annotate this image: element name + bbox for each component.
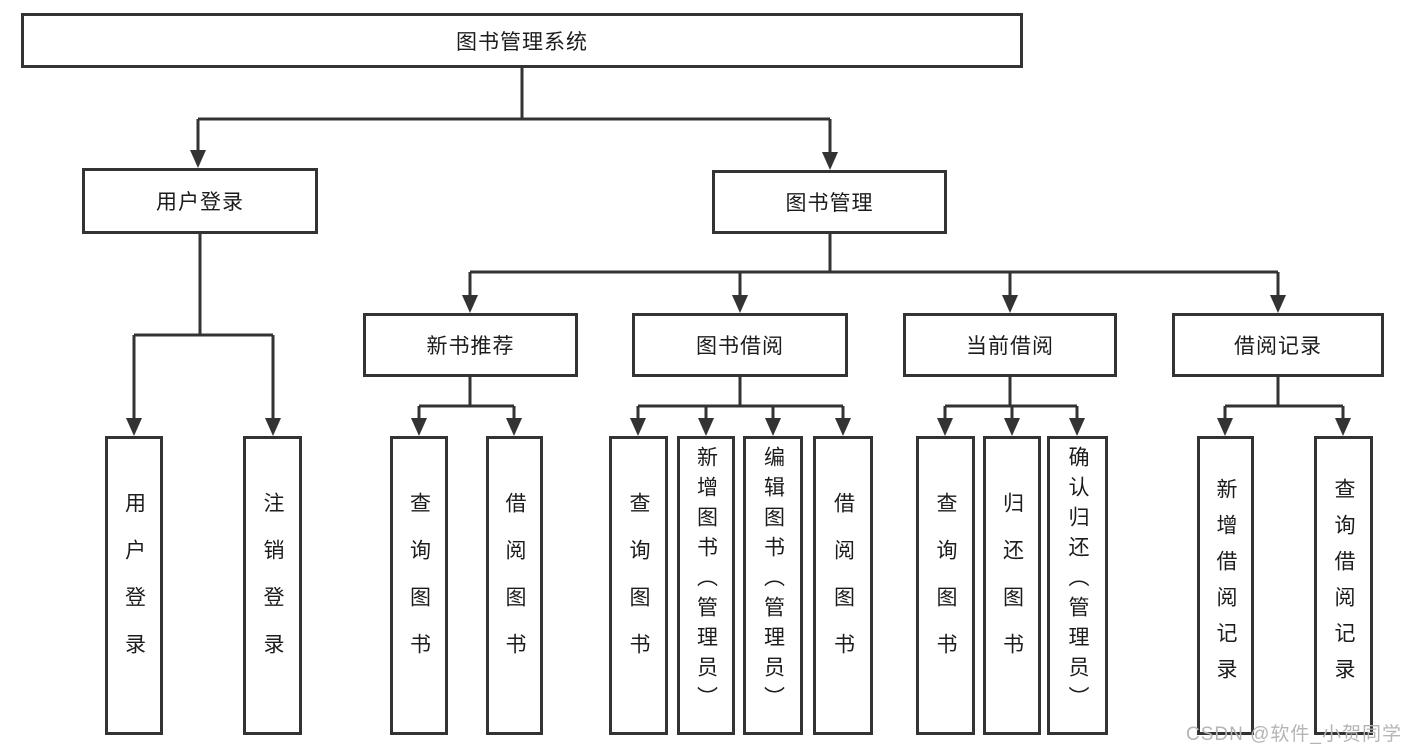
leaf-user-login: 用户登录 xyxy=(105,436,163,735)
leaf-label: 查询图书 xyxy=(407,491,431,680)
node-label: 新书推荐 xyxy=(426,335,515,358)
node-label: 图书借阅 xyxy=(696,335,784,358)
leaf-query-books-current: 查询图书 xyxy=(916,436,975,735)
leaf-edit-book-admin: 编辑图书（管理员） xyxy=(743,436,803,735)
leaf-label: 查询图书 xyxy=(627,491,650,680)
leaf-label: 借阅图书 xyxy=(503,491,526,680)
leaf-confirm-return-admin: 确认归还（管理员） xyxy=(1047,436,1108,735)
arrowhead-icons xyxy=(126,150,1351,436)
node-label: 图书管理 xyxy=(785,192,874,215)
watermark: CSDN @软件_小贺同学 xyxy=(1186,724,1402,745)
leaf-query-books-recommend: 查询图书 xyxy=(390,436,448,735)
node-label: 用户登录 xyxy=(156,191,244,214)
node-label: 借阅记录 xyxy=(1234,335,1322,358)
leaf-label: 确认归还（管理员） xyxy=(1066,446,1089,716)
leaf-label: 注销登录 xyxy=(261,491,284,680)
node-new-book-recommend: 新书推荐 xyxy=(363,313,578,377)
leaf-query-borrow-record: 查询借阅记录 xyxy=(1314,436,1373,735)
leaf-add-borrow-record: 新增借阅记录 xyxy=(1197,436,1254,735)
leaf-label: 查询图书 xyxy=(934,491,957,680)
leaf-query-books-borrow: 查询图书 xyxy=(609,436,668,735)
node-book-borrow: 图书借阅 xyxy=(632,313,848,377)
node-user-login: 用户登录 xyxy=(82,168,318,234)
node-borrow-records: 借阅记录 xyxy=(1172,313,1384,377)
node-book-management: 图书管理 xyxy=(712,170,947,234)
leaf-label: 归还图书 xyxy=(1000,491,1024,680)
leaf-borrow-books: 借阅图书 xyxy=(813,436,873,735)
leaf-logout: 注销登录 xyxy=(243,436,302,735)
leaf-borrow-books-recommend: 借阅图书 xyxy=(486,436,543,735)
leaf-return-book: 归还图书 xyxy=(983,436,1041,735)
leaf-label: 新增图书（管理员） xyxy=(694,446,718,716)
leaf-label: 查询借阅记录 xyxy=(1332,477,1355,694)
leaf-label: 借阅图书 xyxy=(831,491,855,680)
node-root: 图书管理系统 xyxy=(21,13,1023,68)
node-label: 图书管理系统 xyxy=(456,30,588,54)
node-label: 当前借阅 xyxy=(966,335,1054,358)
leaf-label: 新增借阅记录 xyxy=(1214,477,1237,694)
node-current-borrow: 当前借阅 xyxy=(903,313,1117,377)
leaf-label: 编辑图书（管理员） xyxy=(761,446,785,716)
leaf-label: 用户登录 xyxy=(122,491,146,680)
leaf-add-book-admin: 新增图书（管理员） xyxy=(677,436,735,735)
